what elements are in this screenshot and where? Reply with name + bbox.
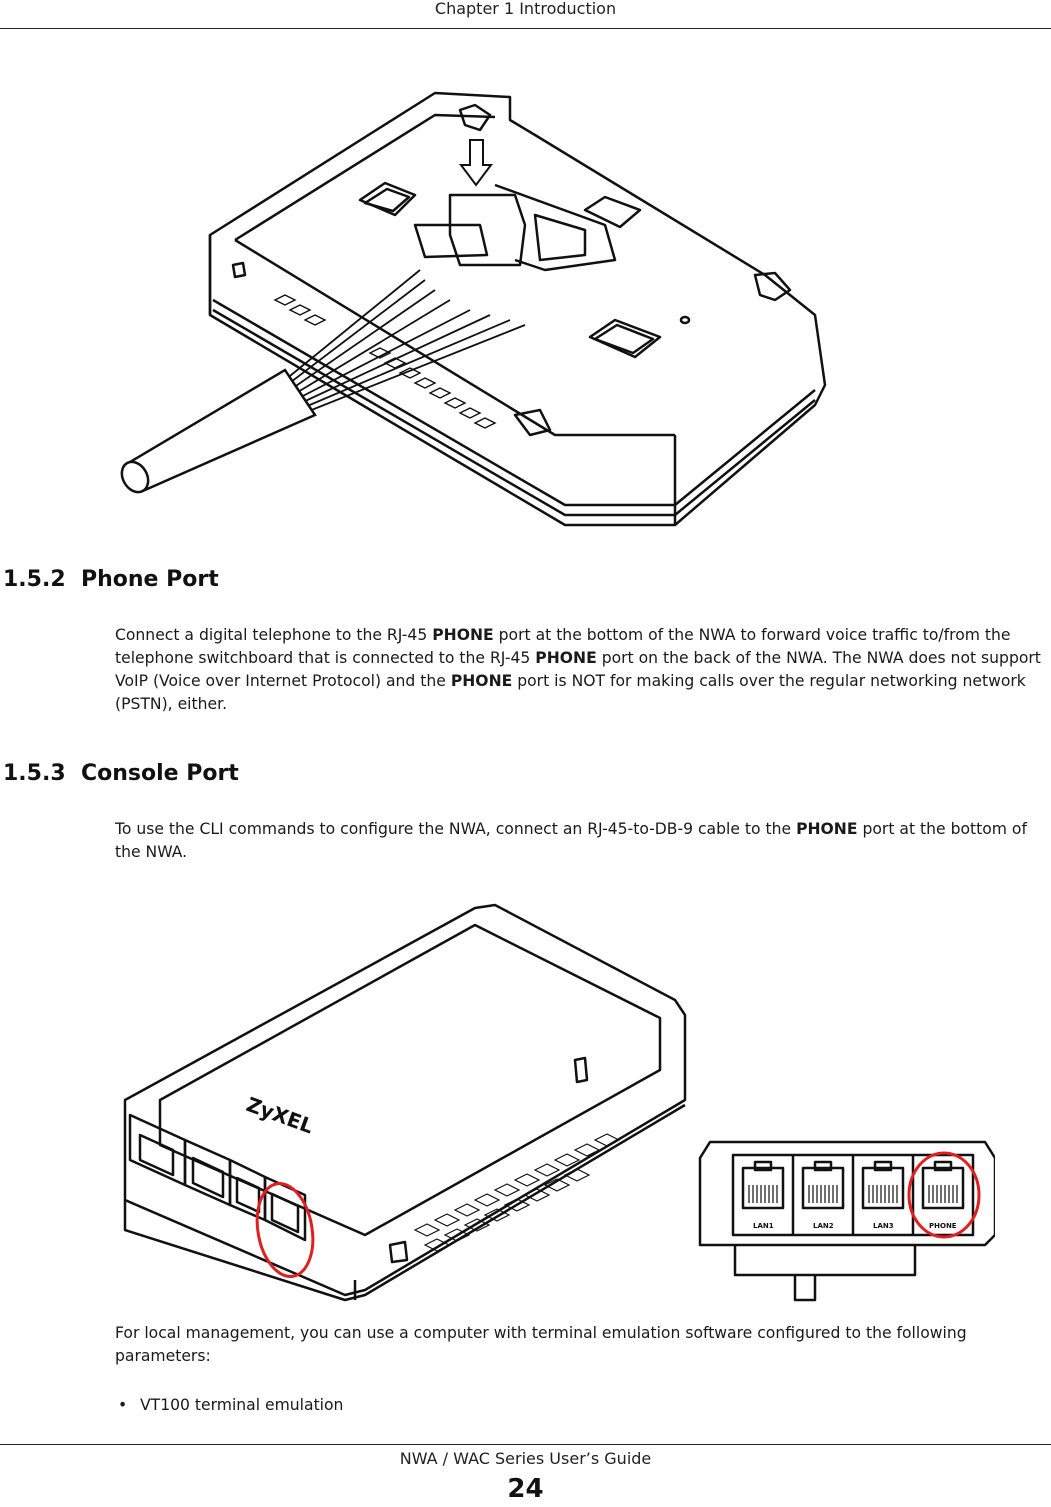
footer-rule <box>0 1444 1051 1445</box>
section-title: Phone Port <box>80 567 219 592</box>
section-number: 1.5.3 <box>3 761 66 786</box>
port-label-lan3: LAN3 <box>873 1222 894 1230</box>
highlight-phone-port-front <box>255 1181 315 1279</box>
figure-device-ports: ZyXEL <box>115 900 995 1310</box>
section-heading-console-port: 1.5.3 Console Port <box>3 761 239 786</box>
port-label-lan1: LAN1 <box>753 1222 774 1230</box>
footer-guide-title: NWA / WAC Series User’s Guide <box>399 1449 652 1468</box>
phone-port-paragraph: Connect a digital telephone to the RJ-45… <box>115 626 1041 713</box>
brand-logo: ZyXEL <box>243 1092 317 1138</box>
port-label-lan2: LAN2 <box>813 1222 834 1230</box>
section-number: 1.5.2 <box>3 567 66 592</box>
bullet-text: VT100 terminal emulation <box>140 1396 344 1414</box>
bullet-item: • VT100 terminal emulation <box>118 1396 343 1414</box>
highlight-phone-port-bottom <box>907 1151 981 1239</box>
section-heading-phone-port: 1.5.2 Phone Port <box>3 567 219 592</box>
console-port-paragraph: To use the CLI commands to configure the… <box>115 820 1027 861</box>
figure-device-back <box>115 85 835 530</box>
bullet-dot: • <box>118 1396 128 1414</box>
device-back-illustration <box>120 91 827 527</box>
device-ports-illustration: ZyXEL <box>123 903 995 1302</box>
page-header: Chapter 1 Introduction <box>0 0 1051 29</box>
section-title: Console Port <box>80 761 239 786</box>
port-label-phone: PHONE <box>929 1222 957 1230</box>
page-number: 24 <box>507 1474 544 1504</box>
local-management-paragraph: For local management, you can use a comp… <box>115 1324 967 1365</box>
chapter-title: Chapter 1 Introduction <box>434 0 617 18</box>
